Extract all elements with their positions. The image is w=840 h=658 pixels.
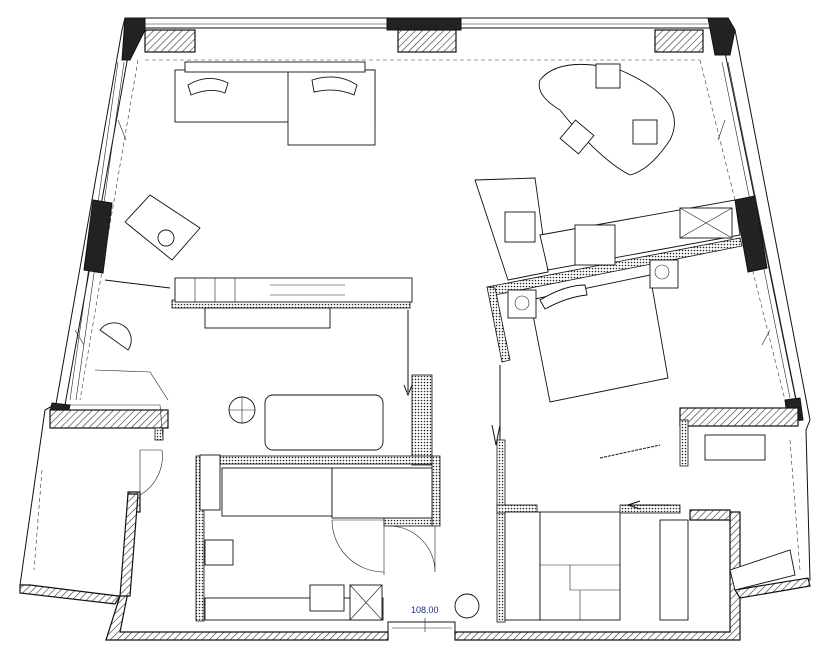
toilet bbox=[204, 539, 234, 566]
sink bbox=[504, 211, 536, 243]
media-unit bbox=[174, 277, 413, 303]
nightstand bbox=[507, 289, 537, 319]
corner-column bbox=[707, 17, 736, 56]
column bbox=[734, 195, 768, 273]
washbasin bbox=[309, 584, 345, 612]
bed bbox=[529, 274, 669, 403]
bathroom bbox=[199, 454, 480, 621]
bench bbox=[729, 549, 796, 591]
doors bbox=[139, 310, 670, 632]
armchair bbox=[187, 78, 229, 96]
column bbox=[83, 199, 113, 274]
cooktop bbox=[574, 224, 616, 266]
sofa bbox=[264, 394, 384, 451]
nightstand bbox=[649, 259, 679, 289]
armchair bbox=[311, 76, 358, 96]
chair bbox=[632, 119, 658, 145]
column bbox=[386, 17, 462, 31]
chair bbox=[559, 119, 595, 155]
windows bbox=[33, 23, 801, 571]
wardrobe bbox=[504, 511, 689, 621]
column-round bbox=[454, 593, 480, 619]
living-furniture bbox=[94, 61, 413, 451]
exterior-walls bbox=[19, 17, 811, 641]
armchair bbox=[99, 322, 132, 351]
bathtub bbox=[221, 467, 333, 517]
shower bbox=[331, 467, 433, 519]
desk bbox=[704, 434, 766, 461]
corner-column bbox=[121, 17, 146, 61]
bedroom-furniture bbox=[507, 259, 796, 591]
interior-walls bbox=[49, 237, 799, 623]
pillow bbox=[539, 284, 588, 310]
chair bbox=[595, 63, 621, 89]
lamp bbox=[157, 229, 175, 247]
dining-kitchen bbox=[474, 63, 741, 281]
armchair bbox=[124, 194, 201, 261]
area-label: 108.00 bbox=[411, 605, 439, 615]
